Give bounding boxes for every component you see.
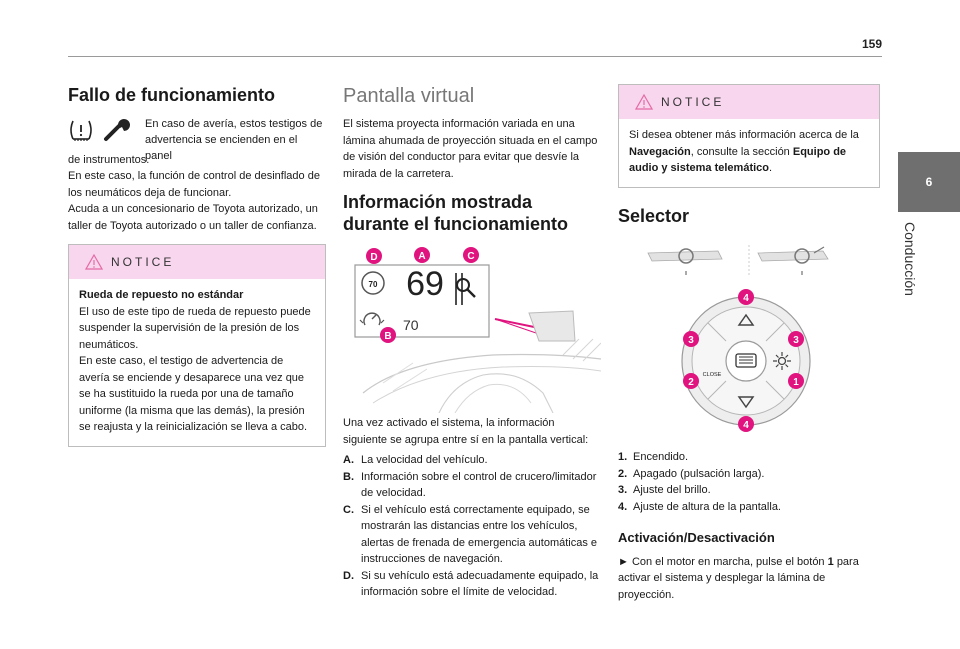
audio-telematics-link[interactable]: Equipo de audio y sistema telemático	[629, 145, 847, 175]
warning-triangle-icon	[635, 94, 653, 110]
notice-body-1: El uso de este tipo de rueda de repuesto…	[79, 305, 311, 351]
badge-4-top: 4	[738, 289, 754, 306]
svg-text:C: C	[467, 251, 474, 262]
svg-text:A: A	[418, 251, 425, 262]
selector-list: 1.Encendido. 2.Apagado (pulsación larga)…	[618, 449, 880, 515]
section-title-malfunction: Fallo de funcionamiento	[68, 85, 276, 105]
marker-d: D	[366, 248, 382, 265]
close-label: CLOSE	[703, 372, 722, 378]
notice-title: NOTICE	[661, 95, 725, 109]
page-number: 159	[861, 37, 882, 51]
svg-text:3: 3	[688, 335, 694, 346]
notice-box-spare-wheel: NOTICE Rueda de repuesto no estándar El …	[68, 244, 326, 447]
marker-c: C	[463, 247, 479, 264]
column-malfunction: Fallo de funcionamiento En caso de averí…	[68, 80, 326, 447]
badge-3-right: 3	[788, 331, 804, 348]
cruise-speed-value: 70	[403, 317, 419, 333]
header-rule	[68, 56, 882, 57]
chapter-label-wrap: Conducción	[902, 222, 944, 312]
list-item: 3.Ajuste del brillo.	[618, 484, 711, 497]
notice-body-2: En este caso, el testigo de advertencia …	[79, 355, 308, 434]
brightness-up-icon[interactable]	[773, 352, 791, 371]
list-item: A.La velocidad del vehículo.	[343, 454, 488, 467]
column-virtual-display: Pantalla virtual El sistema proyecta inf…	[343, 80, 601, 601]
notice-header: NOTICE	[69, 245, 325, 280]
malfunction-para-2: En este caso, la función de control de d…	[68, 170, 320, 199]
notice-navigation-text: Si desea obtener más información acerca …	[629, 129, 859, 175]
tire-pressure-warning-icon	[70, 120, 92, 141]
height-up-button[interactable]	[737, 313, 755, 326]
list-item: 1.Encendido.	[618, 451, 689, 464]
malfunction-para-3: Acuda a un concesionario de Toyota autor…	[68, 203, 318, 232]
list-item: 4.Ajuste de altura de la pantalla.	[618, 500, 781, 513]
svg-text:2: 2	[688, 377, 694, 388]
badge-3-left: 3	[683, 331, 699, 348]
info-list: A.La velocidad del vehículo. B.Informaci…	[343, 452, 601, 601]
svg-text:D: D	[370, 252, 377, 263]
svg-text:3: 3	[793, 335, 799, 346]
column-selector: NOTICE Si desea obtener más información …	[618, 80, 880, 603]
subsection-title-activation: Activación/Desactivación	[618, 530, 775, 546]
marker-a: A	[414, 247, 430, 264]
badge-1: 1	[788, 373, 804, 390]
list-item: B.Información sobre el control de crucer…	[343, 470, 597, 500]
vehicle-speed: 69	[406, 265, 444, 303]
wrench-icon	[104, 118, 130, 141]
section-title-selector: Selector	[618, 205, 690, 226]
notice-box-navigation: NOTICE Si desea obtener más información …	[618, 84, 880, 188]
warning-intro: En caso de avería, estos testigos de adv…	[68, 116, 326, 162]
navigation-link[interactable]: Navegación	[629, 145, 691, 158]
speed-limit-value: 70	[369, 280, 378, 289]
notice-header: NOTICE	[619, 85, 879, 119]
intro-line-a: En caso de avería, estos testigos de	[145, 117, 323, 130]
selector-dial	[681, 296, 811, 426]
marker-b: B	[380, 327, 396, 344]
chapter-label: Conducción	[902, 222, 918, 296]
cruise-control-icon	[359, 312, 385, 326]
activation-text: ► Con el motor en marcha, pulse el botón…	[618, 555, 859, 601]
list-item: C.Si el vehículo está correctamente equi…	[343, 503, 598, 566]
svg-text:4: 4	[743, 420, 749, 431]
hud-illustration: 70 69 70 D A C	[354, 247, 601, 414]
hud-retracted-icon	[647, 248, 723, 276]
brightness-down-moon-icon[interactable]: CLOSE	[703, 355, 722, 378]
info-list-intro: Una vez activado el sistema, la informac…	[343, 417, 589, 446]
notice-heading: Rueda de repuesto no estándar	[79, 289, 244, 302]
height-down-button[interactable]	[737, 396, 755, 409]
section-title-virtual-display: Pantalla virtual	[343, 85, 475, 107]
virtual-display-intro: El sistema proyecta información variada …	[343, 118, 598, 180]
hud-deployed-icon	[757, 246, 829, 276]
subsection-title-info: Información mostrada durante el funciona…	[343, 192, 569, 234]
svg-text:4: 4	[743, 293, 749, 304]
notice-title: NOTICE	[111, 255, 175, 270]
list-item: D.Si su vehículo está adecuadamente equi…	[343, 569, 599, 599]
hud-on-off-icon[interactable]	[735, 353, 757, 368]
navigation-arrow-icon	[455, 273, 476, 306]
list-item: 2.Apagado (pulsación larga).	[618, 467, 765, 480]
svg-text:B: B	[384, 331, 391, 342]
badge-4-bottom: 4	[738, 416, 754, 433]
intro-line-b: advertencia se encienden en el panel	[145, 133, 298, 163]
selector-illustration: CLOSE 4 3 3 2 1 4	[647, 245, 829, 433]
warning-triangle-icon	[85, 254, 103, 270]
intro-line-c: de instrumentos.	[68, 153, 150, 166]
badge-2: 2	[683, 373, 699, 390]
svg-text:1: 1	[793, 377, 799, 388]
chapter-tab[interactable]: 6	[898, 152, 960, 212]
